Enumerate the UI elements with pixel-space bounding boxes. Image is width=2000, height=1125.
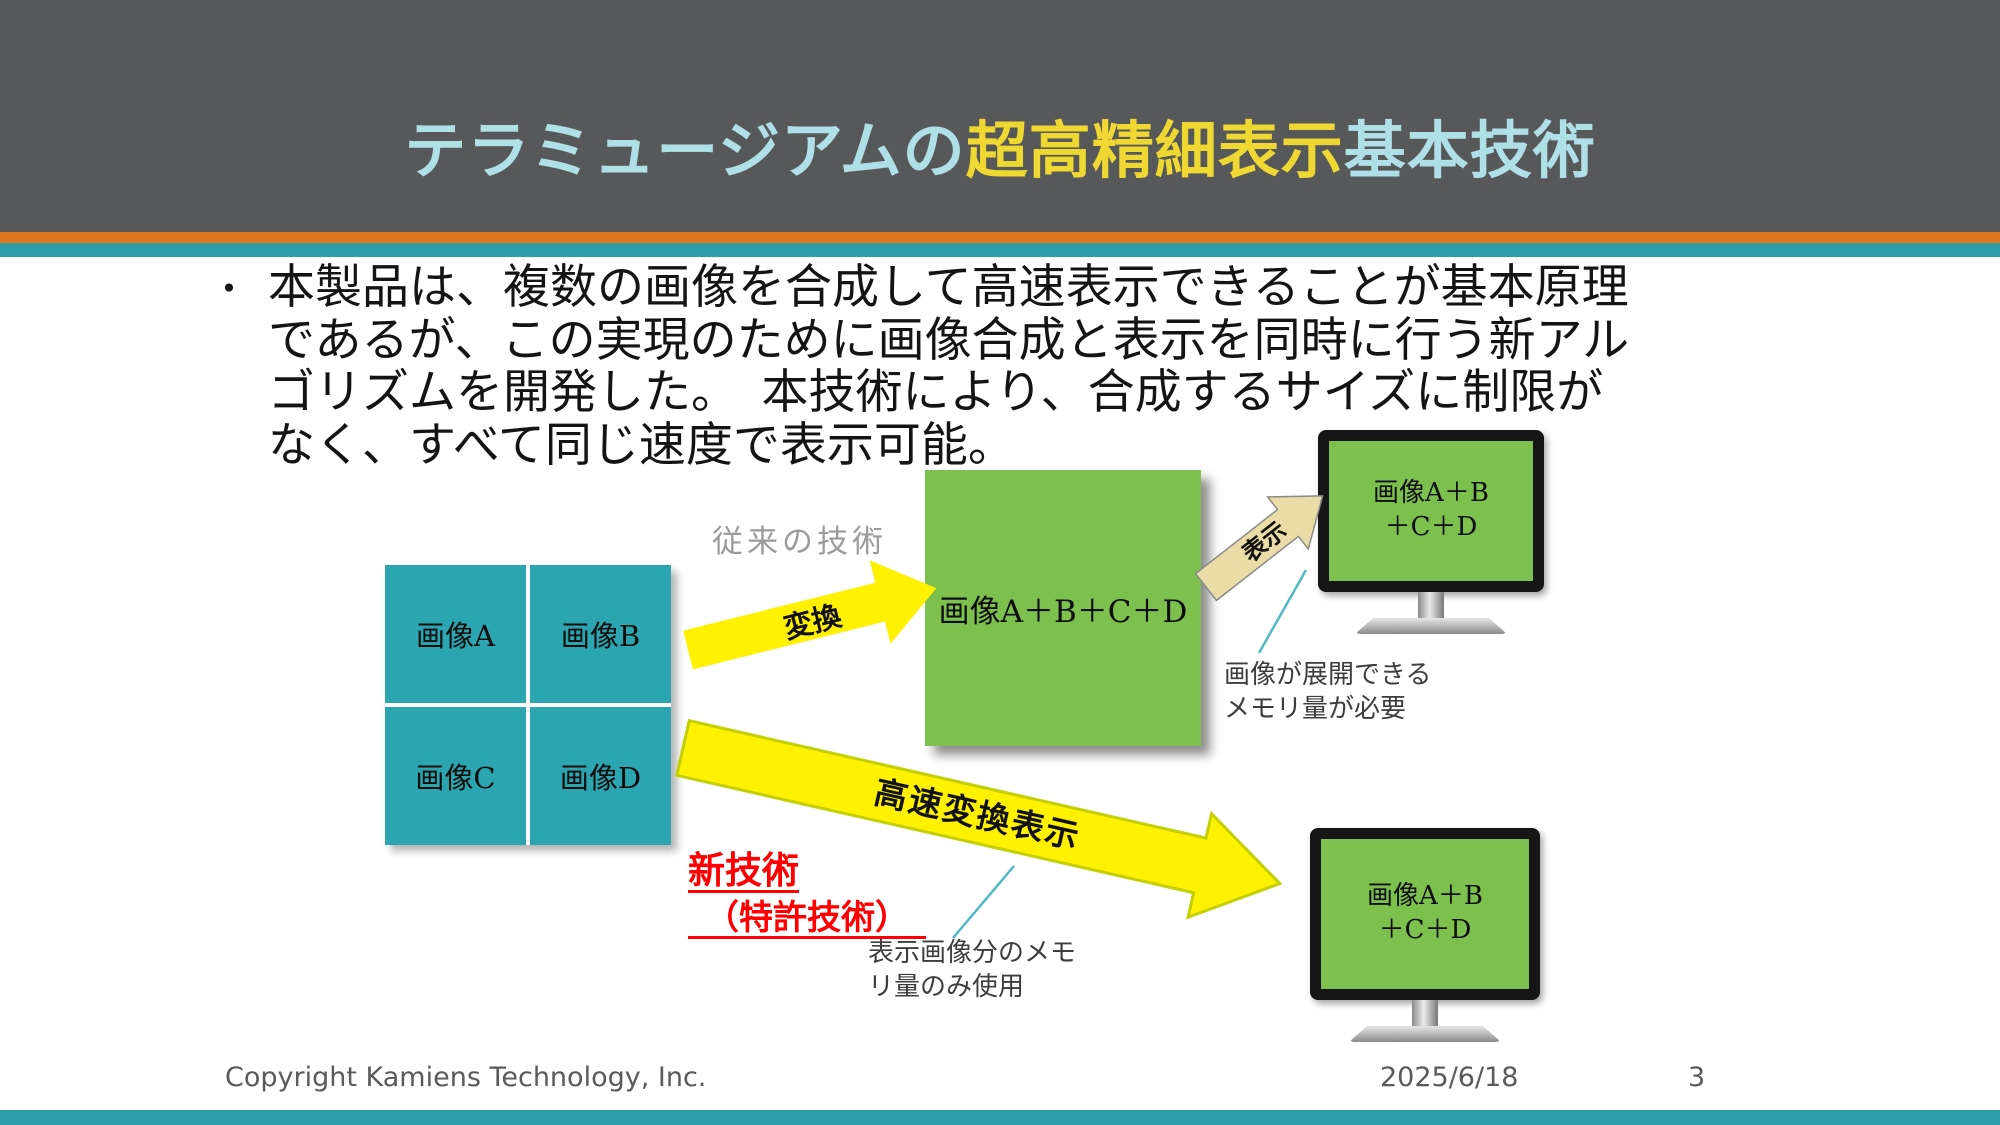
header-band [0,0,2000,232]
grid-cell-image-d: 画像D [530,707,671,845]
monitor-top-screen: 画像A＋B ＋C＋D [1329,441,1533,581]
accent-stripe-orange [0,232,2000,243]
monitor-bottom-screen: 画像A＋B ＋C＋D [1321,839,1529,989]
merged-image-box: 画像A＋B＋C＋D [925,470,1201,746]
monitor-top: 画像A＋B ＋C＋D [1318,430,1544,634]
bottom-accent-bar [0,1110,2000,1125]
monitor-top-stand-neck [1418,592,1444,619]
memory-note-top: 画像が展開できる メモリ量が必要 [1224,660,1432,725]
monitor-bottom: 画像A＋B ＋C＋D [1310,828,1540,1042]
title-part-2: 超高精細表示 [965,114,1344,187]
convert-arrow-label: 変換 [780,598,845,646]
monitor-bottom-stand-base [1349,1026,1501,1042]
body-line-1: 本製品は、複数の画像を合成して高速表示できることが基本原理 [268,260,1629,315]
patent-technology-label: （特許技術） [688,898,926,938]
slide-title: テラミュージアムの超高精細表示基本技術 [0,100,2000,190]
accent-stripe-teal [0,243,2000,257]
grid-cell-image-c: 画像C [385,707,526,845]
body-line-3: ゴリズムを開発した。 本技術により、合成するサイズに制限が [268,365,1604,421]
footer-date: 2025/6/18 [1380,1062,1519,1093]
grid-cell-image-b: 画像B [530,565,671,703]
body-line-4: なく、すべて同じ速度で表示可能。 [268,417,1015,473]
legacy-technology-label: 従来の技術 [712,524,887,560]
title-part-3: 基本技術 [1343,114,1596,187]
body-text: 本製品は、複数の画像を合成して高速表示できることが基本原理 であるが、この実現の… [268,260,1800,473]
source-image-grid: 画像A 画像B 画像C 画像D [385,565,671,845]
bullet-marker: ・ [210,267,249,311]
monitor-bottom-frame: 画像A＋B ＋C＋D [1310,828,1540,1000]
fast-convert-arrow-label: 高速変換表示 [870,772,1085,857]
memory-note-bottom: 表示画像分のメモ リ量のみ使用 [868,938,1077,1003]
title-part-1: テラミュージアムの [404,114,966,187]
display-arrow-label: 表示 [1237,516,1293,568]
grid-cell-image-a: 画像A [385,565,526,703]
new-technology-label: 新技術 [688,849,799,892]
footer-page-number: 3 [1688,1062,1706,1093]
callout-line-bottom [952,865,1015,939]
monitor-top-frame: 画像A＋B ＋C＋D [1318,430,1544,592]
callout-line-top [1257,569,1308,654]
monitor-top-stand-base [1355,618,1507,634]
body-paragraph: ・ 本製品は、複数の画像を合成して高速表示できることが基本原理 であるが、この実… [210,260,1800,473]
monitor-bottom-stand-neck [1412,1000,1438,1027]
footer-copyright: Copyright Kamiens Technology, Inc. [225,1062,707,1093]
body-line-2: であるが、この実現のために画像合成と表示を同時に行う新アル [268,312,1630,368]
